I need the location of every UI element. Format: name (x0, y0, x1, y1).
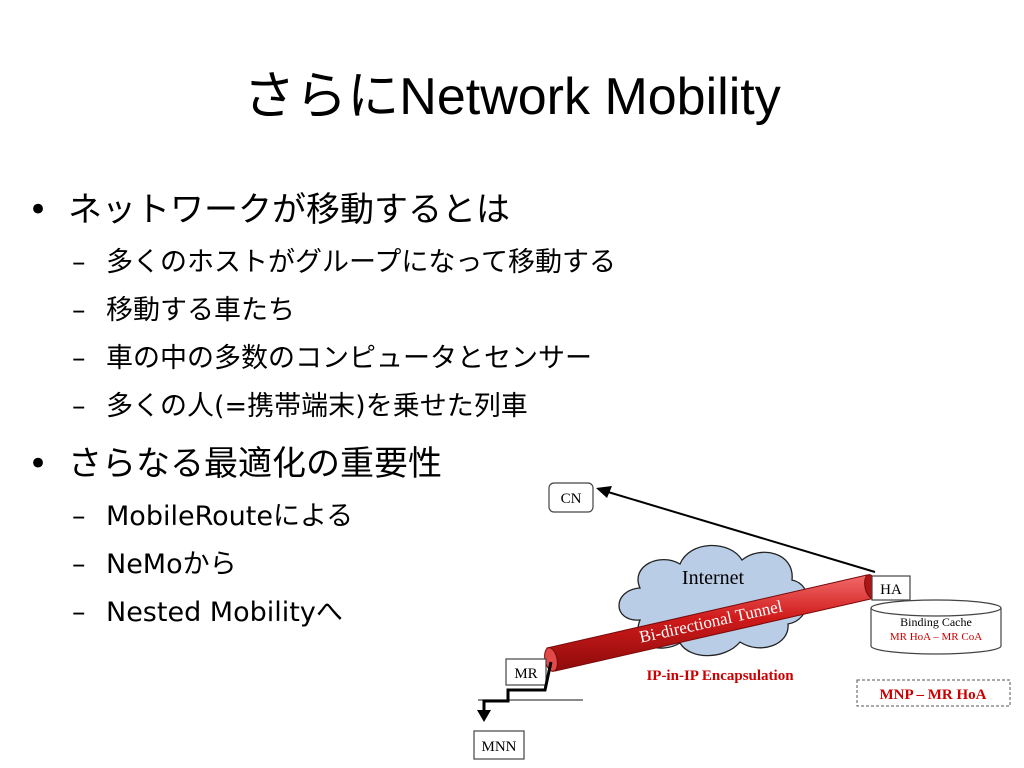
sub-bullet-text: 移動する車たち (106, 295, 295, 326)
mnp-label: MNP – MR HoA (879, 687, 986, 703)
bullet-dash: – (72, 501, 86, 532)
sub-bullet-hosts-group: –多くのホストがグループになって移動する (72, 245, 616, 281)
slide-title: さらにNetwork Mobility (243, 68, 781, 126)
encapsulation-label: IP-in-IP Encapsulation (646, 668, 794, 684)
sub-bullet-car-computers: –車の中の多数のコンピュータとセンサー (72, 341, 592, 377)
ha-node: HA (871, 575, 911, 601)
bullet-dash: – (72, 247, 86, 278)
ha-to-cn-arrow (596, 486, 876, 573)
bullet-dot: • (28, 444, 49, 484)
sub-bullet-text: Nested Mobilityへ (106, 597, 343, 628)
cn-node: CN (548, 482, 594, 513)
bullet-dot: • (28, 190, 49, 230)
bullet-dash: – (72, 597, 86, 628)
mr-to-mnn-path (477, 661, 553, 722)
binding-entry-label: MR HoA – MR CoA (890, 631, 982, 643)
bullet-text: さらなる最適化の重要性 (68, 444, 442, 484)
sub-bullet-text: 車の中の多数のコンピュータとセンサー (106, 343, 592, 374)
mnn-node: MNN (473, 730, 525, 760)
binding-cache-label: Binding Cache (900, 615, 972, 629)
cn-label: CN (561, 491, 582, 507)
ha-label: HA (880, 582, 902, 598)
sub-bullet-text: MobileRouteによる (106, 501, 354, 532)
bullet-dash: – (72, 343, 86, 374)
sub-bullet-moving-cars: –移動する車たち (72, 293, 295, 329)
sub-bullet-nested-mobility: –Nested Mobilityへ (72, 595, 343, 631)
mr-node: MR (505, 658, 547, 686)
bullet-dash: – (72, 391, 86, 422)
bullet-optimization: • さらなる最適化の重要性 (28, 442, 442, 486)
bullet-dash: – (72, 549, 86, 580)
binding-cache-db: Binding Cache MR HoA – MR CoA (870, 599, 1002, 655)
mr-label: MR (514, 666, 537, 682)
sub-bullet-train: –多くの人(=携帯端末)を乗せた列車 (72, 389, 528, 425)
sub-bullet-text: NeMoから (106, 549, 237, 580)
sub-bullet-text: 多くの人(=携帯端末)を乗せた列車 (106, 391, 528, 422)
internet-label: Internet (682, 567, 745, 589)
bullet-dash: – (72, 295, 86, 326)
mnn-label: MNN (481, 739, 516, 755)
sub-bullet-mobileroute: –MobileRouteによる (72, 499, 353, 535)
bullet-text: ネットワークが移動するとは (68, 190, 510, 230)
sub-bullet-text: 多くのホストがグループになって移動する (106, 247, 617, 278)
bullet-network-moving: • ネットワークが移動するとは (28, 188, 510, 232)
sub-bullet-nemo: –NeMoから (72, 547, 237, 583)
mnp-box: MNP – MR HoA (856, 679, 1011, 707)
